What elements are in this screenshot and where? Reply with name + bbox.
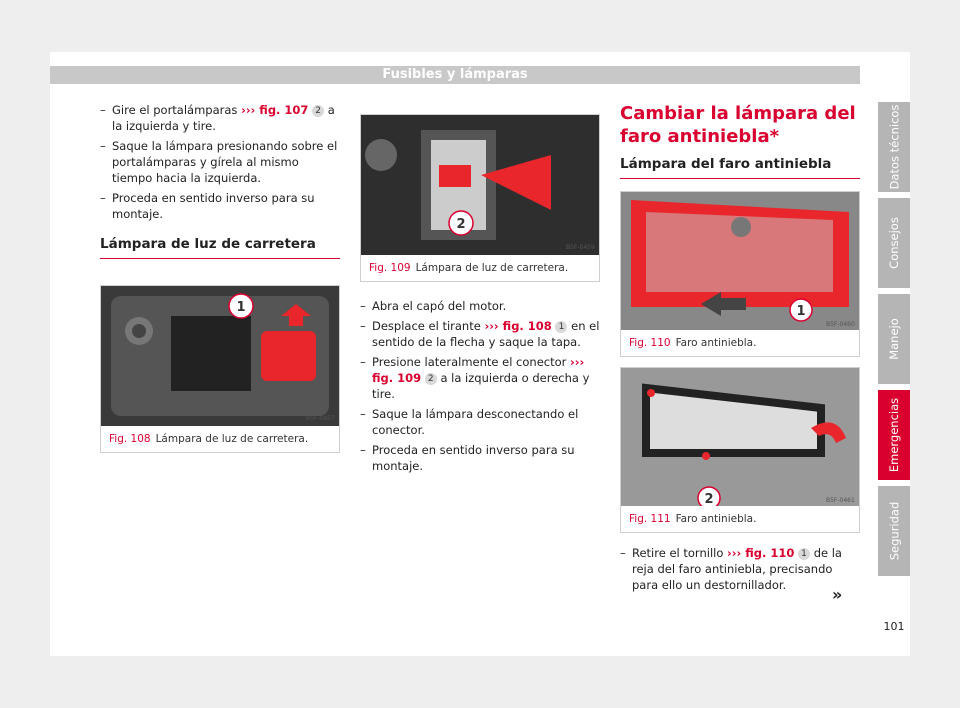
svg-text:B5F-0460: B5F-0460 [826,321,855,328]
continue-marker: » [832,585,843,604]
step: Abra el capó del motor. [360,298,600,314]
step: Presione lateralmente el conector ››› fi… [360,354,600,402]
fog-light-housing-image: 2 B5F-0461 [621,368,859,506]
page-number: 101 [883,620,905,633]
column-left: Gire el portalámparas ››› fig. 107 2 a l… [100,102,340,453]
section-heading: Cambiar la lámpara del faro antiniebla* [620,103,856,147]
tab-datos-tecnicos[interactable]: Datos técnicos [878,102,910,192]
step: Saque la lámpara desconectando el conect… [360,406,600,438]
svg-text:1: 1 [796,304,805,319]
step: Gire el portalámparas ››› fig. 107 2 a l… [100,102,340,134]
svg-text:B5F-0459: B5F-0459 [566,244,595,251]
headlight-image: 1 B5F-0457 [101,286,339,426]
step: Proceda en sentido inverso para su monta… [360,442,600,474]
subheading: Lámpara de luz de carretera [100,236,340,259]
callout-number: 1 [555,320,568,333]
svg-text:1: 1 [236,300,245,315]
callout-number: 2 [424,372,437,385]
section-header: Fusibles y lámparas [50,66,860,84]
tab-consejos[interactable]: Consejos [878,198,910,288]
svg-text:B5F-0457: B5F-0457 [306,415,335,422]
callout-number: 1 [798,547,811,560]
svg-text:B5F-0461: B5F-0461 [826,497,855,504]
fig-link[interactable]: fig. 110 [741,546,795,560]
column-right: Cambiar la lámpara del faro antiniebla* … [620,102,860,597]
subheading: Lámpara del faro antiniebla [620,156,860,179]
step: Proceda en sentido inverso para su monta… [100,190,340,222]
tab-emergencias[interactable]: Emergencias [878,390,910,480]
svg-text:2: 2 [704,492,713,506]
fig-link[interactable]: fig. 107 [255,103,309,117]
tab-manejo[interactable]: Manejo [878,294,910,384]
callout-number: 2 [312,104,325,117]
svg-text:2: 2 [456,217,465,232]
step: Retire el tornillo ››› fig. 110 1 de la … [620,545,860,593]
fig-link[interactable]: fig. 109 [372,371,422,385]
step: Saque la lámpara presionando sobre el po… [100,138,340,186]
step: Desplace el tirante ››› fig. 108 1 en el… [360,318,600,350]
tab-seguridad[interactable]: Seguridad [878,486,910,576]
fog-light-grille-image: 1 B5F-0460 [621,192,859,330]
bulb-connector-image: 2 B5F-0459 [361,115,599,255]
fig-link[interactable]: fig. 108 [498,319,552,333]
